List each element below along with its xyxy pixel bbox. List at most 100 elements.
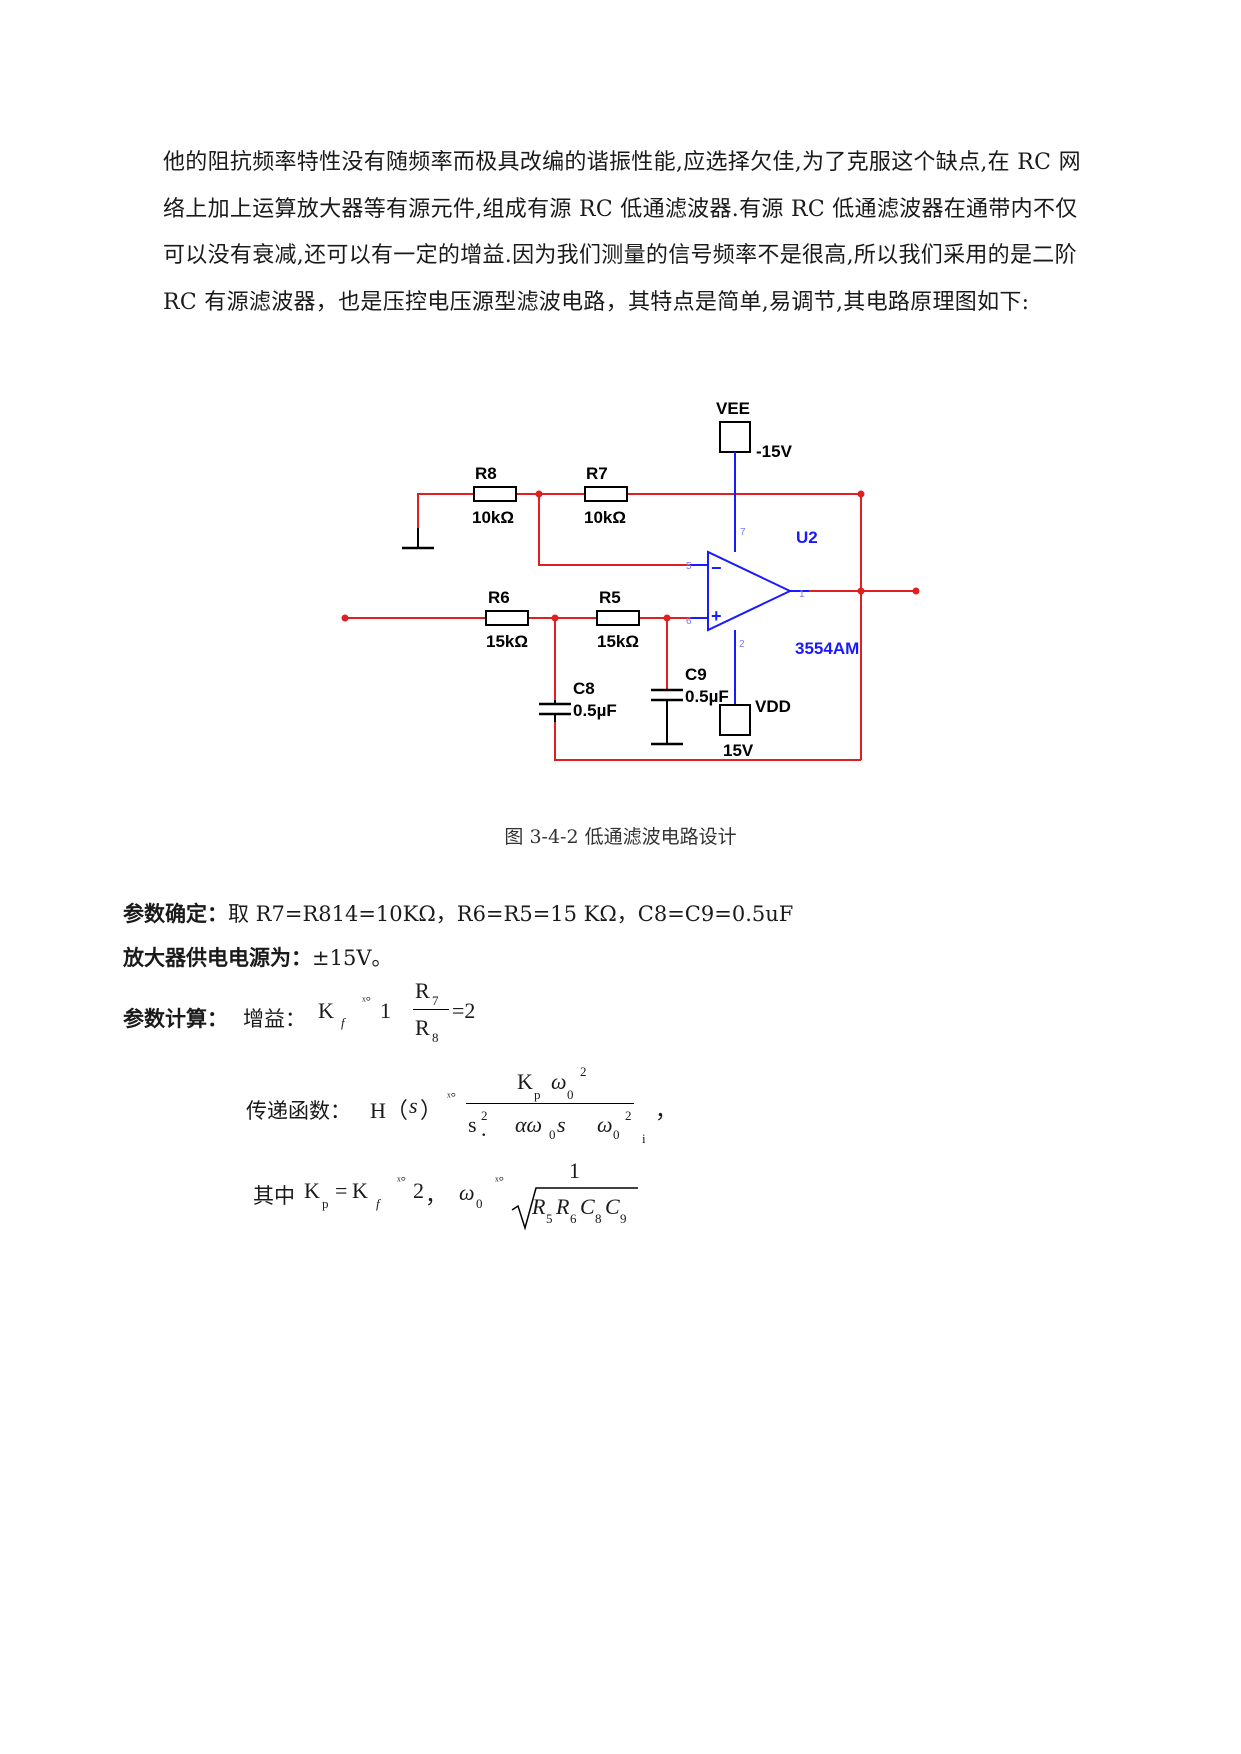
r6-name: R6 (488, 588, 510, 607)
figure-caption: 图 3-4-2 低通滤波电路设计 (504, 826, 737, 848)
gain-num-r: R (415, 978, 430, 1003)
r8-name: R8 (475, 464, 497, 483)
gain-k-sub: f (341, 1015, 345, 1030)
tf-den-s2: s (557, 1112, 566, 1137)
tf-den-w0-sq: 2 (625, 1108, 632, 1123)
gain-k: K (318, 998, 334, 1023)
pin-5: 5 (686, 561, 692, 572)
tf-close: ） (420, 1098, 443, 1123)
tf-s: s (409, 1093, 418, 1118)
where-kf-sub: f (376, 1196, 380, 1211)
r7-value: 10kΩ (584, 508, 626, 527)
gain-label: 增益： (243, 1007, 306, 1031)
r5-name: R5 (599, 588, 621, 607)
paragraph-line: 可以没有衰减,还可以有一定的增益.因为我们测量的信号频率不是很高,所以我们采用的… (163, 243, 1077, 268)
tf-omega-sq: 2 (580, 1064, 587, 1079)
tf-den-sq: 2 (481, 1108, 488, 1123)
vdd-value: 15V (723, 741, 754, 760)
opamp-name: U2 (796, 528, 818, 547)
r5-value: 15kΩ (597, 632, 639, 651)
tf-comma: ， (655, 1098, 678, 1123)
vdd-supply (719, 630, 751, 736)
garbled-glyph: ˣ° (362, 993, 371, 1008)
rad-c9: C (605, 1194, 620, 1219)
param-row-1: 参数确定：取 R7=R814=10KΩ，R6=R5=15 KΩ，C8=C9=0.… (123, 898, 793, 928)
param-text: ±15V。 (312, 946, 393, 970)
vee-label: VEE (716, 399, 750, 418)
resistor-r5 (596, 610, 640, 626)
rad-r5-sub: 5 (546, 1211, 553, 1226)
tf-kp-sub: p (534, 1087, 541, 1102)
where-kp: K (304, 1178, 320, 1203)
tf-den-i: i (642, 1131, 646, 1146)
c8-name: C8 (573, 679, 595, 698)
paragraph-line: RC 有源滤波器，也是压控电压源型滤波电路，其特点是简单,易调节,其电路原理图如… (163, 289, 1030, 315)
r6-value: 15kΩ (486, 632, 528, 651)
pin-2: 2 (739, 639, 745, 650)
circuit-diagram: VEE -15V R8 10kΩ R7 10kΩ R6 15kΩ R5 15kΩ… (341, 399, 920, 761)
resistor-r8 (473, 486, 517, 502)
c9-name: C9 (685, 665, 707, 684)
tf-den-aw: αω (515, 1112, 543, 1137)
rad-c9-sub: 9 (620, 1211, 627, 1226)
where-omega: ω (459, 1180, 475, 1205)
tf-den-w0-sub2: 0 (613, 1127, 620, 1142)
gain-den-r: R (415, 1015, 430, 1040)
garbled-glyph: ˣ° (447, 1089, 456, 1104)
where-two: 2 (413, 1178, 424, 1203)
param-label: 放大器供电电源为： (123, 946, 312, 970)
ground-icon (402, 528, 683, 746)
where-eq: = (335, 1178, 348, 1203)
capacitors (539, 688, 683, 722)
where-kp-sub: p (322, 1196, 329, 1211)
garbled-glyph: ˣ° (397, 1173, 406, 1188)
pin-1: 1 (799, 589, 805, 600)
c8-value: 0.5µF (573, 701, 617, 720)
pin-6: 6 (686, 616, 692, 627)
gain-den-sub: 8 (432, 1030, 439, 1045)
r7-name: R7 (586, 464, 608, 483)
r8-value: 10kΩ (472, 508, 514, 527)
param-label: 参数计算： (123, 1006, 228, 1031)
fraction-bar (466, 1103, 634, 1104)
where-omega-sub: 0 (476, 1196, 483, 1211)
where-num: 1 (569, 1158, 580, 1183)
sqrt-icon (511, 1187, 638, 1231)
rad-c8: C (580, 1194, 595, 1219)
where-comma: ， (425, 1183, 448, 1208)
resistor-r7 (584, 486, 628, 502)
garbled-glyph: ˣ° (495, 1173, 504, 1188)
tf-den-w0-sub: 0 (549, 1127, 556, 1142)
paragraph-line: 他的阻抗频率特性没有随频率而极具改编的谐振性能,应选择欠佳,为了克服这个缺点,在… (163, 150, 1081, 175)
noninverting-sign: + (711, 606, 722, 626)
junction-dots (341, 490, 920, 622)
tf-h: H（ (370, 1098, 408, 1123)
tf-den-w0: ω (597, 1112, 613, 1137)
where-label: 其中 (253, 1184, 295, 1208)
c9-value: 0.5µF (685, 687, 729, 706)
param-label: 参数确定： (123, 902, 228, 926)
tf-den-s: s (468, 1112, 477, 1137)
param-text: 取 R7=R814=10KΩ，R6=R5=15 KΩ，C8=C9=0.5uF (228, 902, 794, 926)
vee-supply (719, 421, 751, 494)
vee-value: -15V (756, 442, 793, 461)
resistor-r6 (485, 610, 529, 626)
inverting-sign: − (711, 558, 722, 578)
vdd-label: VDD (755, 697, 791, 716)
opamp-model: 3554AM (795, 639, 859, 658)
tf-omega: ω (551, 1069, 567, 1094)
paragraph-line: 络上加上运算放大器等有源元件,组成有源 RC 低通滤波器.有源 RC 低通滤波器… (163, 196, 1078, 222)
gain-eq2: =2 (452, 998, 476, 1023)
tf-omega-sub: 0 (567, 1087, 574, 1102)
resistors (473, 486, 640, 626)
opamp-u2 (690, 494, 809, 632)
body-paragraph: 他的阻抗频率特性没有随频率而极具改编的谐振性能,应选择欠佳,为了克服这个缺点,在… (163, 140, 1148, 326)
rad-r6: R (556, 1194, 570, 1219)
rad-c8-sub: 8 (595, 1211, 602, 1226)
tf-den-dot: . (481, 1116, 487, 1141)
rad-r5: R (532, 1194, 546, 1219)
gain-one: 1 (380, 998, 391, 1023)
rad-r6-sub: 6 (570, 1211, 577, 1226)
fraction-bar (413, 1009, 449, 1010)
wires (345, 493, 916, 761)
